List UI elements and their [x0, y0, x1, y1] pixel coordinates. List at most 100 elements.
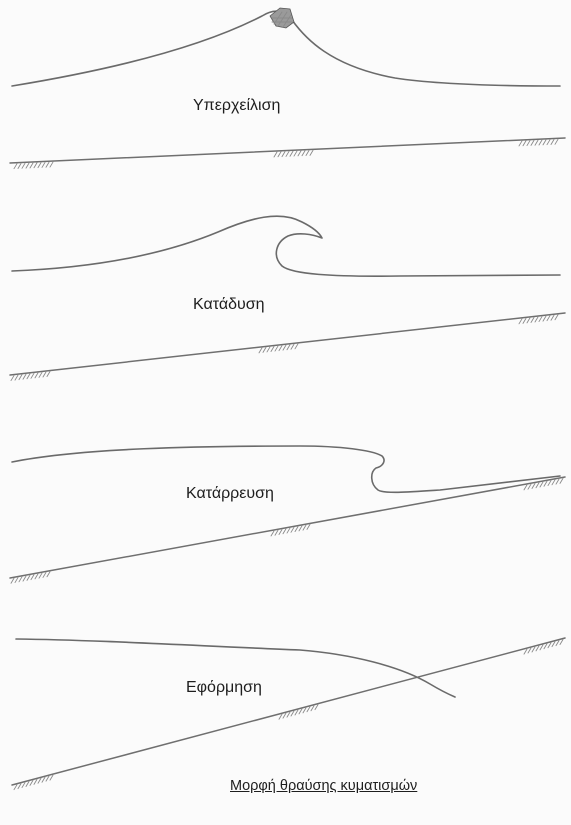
seabed-hatch-stroke: [11, 376, 14, 381]
seabed-hatch-stroke: [26, 163, 29, 168]
seabed-hatch-stroke: [291, 711, 294, 716]
seabed-hatch-stroke: [295, 710, 298, 715]
seabed-hatch-stroke: [551, 315, 554, 320]
seabed-hatch-stroke: [519, 141, 522, 146]
seabed-hatch-stroke: [307, 707, 310, 712]
seabed-hatch-stroke: [42, 162, 45, 167]
seabed-hatch-stroke: [43, 572, 46, 577]
seabed-hatch-stroke: [283, 345, 286, 350]
seabed-hatch-stroke: [19, 375, 22, 380]
seabed-hatch-stroke: [556, 479, 559, 484]
seabed-hatch-stroke: [35, 574, 38, 579]
seabed-hatch-stroke: [34, 163, 37, 168]
plunging-wave-profile: [12, 216, 560, 276]
seabed-hatch-stroke: [15, 578, 18, 583]
seabed-hatch-stroke: [552, 480, 555, 485]
seabed-hatch-stroke: [535, 140, 538, 145]
seabed-hatch-stroke: [31, 373, 34, 378]
seabed-hatch-stroke: [315, 705, 318, 710]
seabed-hatch-stroke: [267, 347, 270, 352]
seabed-hatch-stroke: [519, 319, 522, 324]
seabed-hatch-stroke: [27, 575, 30, 580]
seabed-hatch-stroke: [560, 640, 563, 645]
seabed-hatch-stroke: [47, 372, 50, 377]
seabed-hatch-stroke: [311, 706, 314, 711]
seabed-hatch-stroke: [259, 348, 262, 353]
collapsing-seabed-line: [10, 477, 565, 578]
seabed-hatch-stroke: [548, 481, 551, 486]
seabed-hatch-stroke: [303, 708, 306, 713]
figure-caption: Μορφή θραύσης κυματισμών: [230, 778, 417, 794]
seabed-hatch-stroke: [295, 344, 298, 349]
panel-spilling: [10, 8, 565, 163]
seabed-hatch-stroke: [287, 345, 290, 350]
seabed-hatch-stroke: [560, 478, 563, 483]
seabed-hatch-stroke: [279, 714, 282, 719]
seabed-hatch-stroke: [528, 484, 531, 489]
seabed-hatch-stroke: [286, 151, 289, 156]
seabed-hatch-stroke: [278, 152, 281, 157]
seabed-hatch-stroke: [547, 316, 550, 321]
seabed-hatch-stroke: [299, 709, 302, 714]
seabed-hatch-stroke: [279, 346, 282, 351]
label-spilling: Υπερχείλιση: [193, 97, 280, 115]
seabed-hatch-stroke: [295, 527, 298, 532]
seabed-hatch-stroke: [263, 347, 266, 352]
seabed-hatch-stroke: [30, 780, 33, 785]
seabed-hatch-stroke: [307, 524, 310, 529]
seabed-hatch-stroke: [291, 527, 294, 532]
panel-plunging: [10, 216, 565, 375]
seabed-hatch-stroke: [275, 346, 278, 351]
seabed-hatch-stroke: [38, 778, 41, 783]
seabed-hatch-stroke: [544, 644, 547, 649]
seabed-hatch-stroke: [39, 573, 42, 578]
seabed-hatch-stroke: [555, 139, 558, 144]
seabed-hatch-stroke: [271, 347, 274, 352]
seabed-hatch-stroke: [532, 483, 535, 488]
seabed-hatch-stroke: [282, 152, 285, 157]
seabed-hatch-stroke: [294, 151, 297, 156]
seabed-hatch-stroke: [531, 140, 534, 145]
seabed-hatch-stroke: [46, 776, 49, 781]
seabed-hatch-stroke: [544, 481, 547, 486]
seabed-hatch-stroke: [271, 531, 274, 536]
seabed-hatch-stroke: [11, 578, 14, 583]
seabed-hatch-stroke: [555, 315, 558, 320]
seabed-hatch-stroke: [536, 483, 539, 488]
seabed-hatch-stroke: [556, 641, 559, 646]
seabed-hatch-stroke: [283, 529, 286, 534]
seabed-hatch-stroke: [540, 645, 543, 650]
seabed-hatch-stroke: [524, 485, 527, 490]
seabed-hatch-stroke: [310, 150, 313, 155]
seabed-hatch-stroke: [26, 781, 29, 786]
seabed-hatch-stroke: [528, 648, 531, 653]
seabed-hatch-stroke: [23, 374, 26, 379]
seabed-hatch-stroke: [552, 642, 555, 647]
seabed-hatch-stroke: [539, 140, 542, 145]
seabed-hatch-stroke: [527, 318, 530, 323]
seabed-hatch-stroke: [283, 713, 286, 718]
seabed-hatch-stroke: [43, 372, 46, 377]
seabed-hatch-stroke: [539, 317, 542, 322]
seabed-hatch-stroke: [47, 572, 50, 577]
seabed-hatch-stroke: [523, 318, 526, 323]
seabed-hatch-stroke: [279, 530, 282, 535]
seabed-hatch-stroke: [547, 140, 550, 145]
panel-collapsing: [10, 446, 565, 578]
collapsing-wave-profile: [12, 446, 560, 492]
seabed-hatch-stroke: [535, 317, 538, 322]
seabed-hatch-stroke: [15, 375, 18, 380]
seabed-hatch-stroke: [543, 140, 546, 145]
seabed-hatch-stroke: [306, 151, 309, 156]
seabed-hatch-stroke: [303, 525, 306, 530]
seabed-hatch-stroke: [18, 784, 21, 789]
seabed-hatch-stroke: [30, 163, 33, 168]
seabed-hatch-stroke: [18, 164, 21, 169]
seabed-hatch-stroke: [298, 151, 301, 156]
seabed-hatch-stroke: [27, 374, 30, 379]
seabed-hatch-stroke: [23, 576, 26, 581]
seabed-hatch-stroke: [22, 163, 25, 168]
surging-seabed-line: [12, 638, 565, 785]
